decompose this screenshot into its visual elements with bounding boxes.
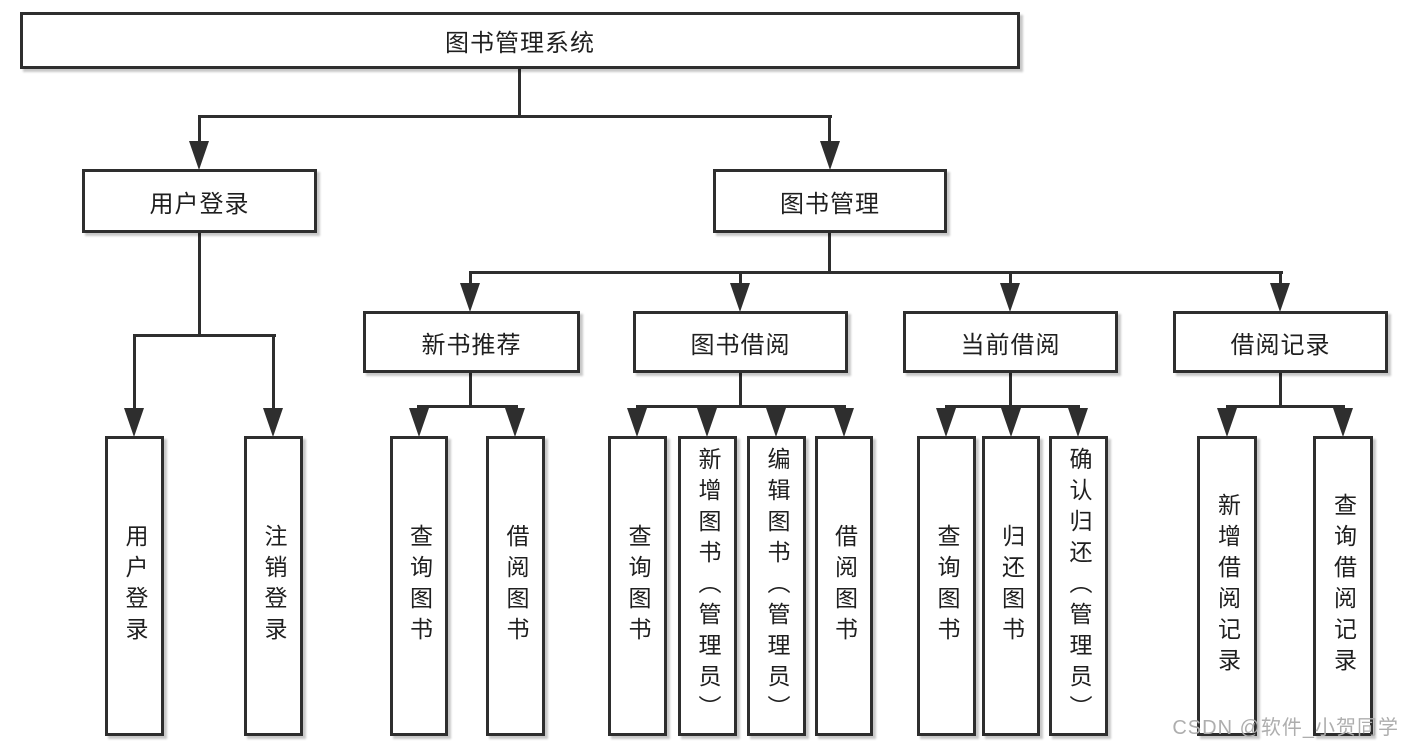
leaf-recommend-query-books: 查询图书 [390,436,448,736]
leaf-borrow-books: 借阅图书 [815,436,873,736]
connector-level2-split [198,115,832,118]
leaf-label: 借阅图书 [503,524,529,648]
connector-login-stem [198,233,201,337]
arrow-down-icon [409,408,429,437]
connector-to-records [1279,271,1282,287]
leaf-label: 注销登录 [261,524,287,648]
leaf-label: 查询图书 [406,524,433,648]
leaf-query-borrow-record: 查询借阅记录 [1313,436,1373,736]
arrow-down-icon [820,141,840,170]
arrow-down-icon [697,408,717,437]
connector-book-mgmt-stem [828,233,831,274]
arrow-down-icon [1333,408,1353,437]
leaf-label: 编辑图书（管理员） [764,446,790,726]
leaf-user-login: 用户登录 [105,436,164,736]
connector-to-book-mgmt [828,115,831,145]
arrow-down-icon [189,141,209,170]
arrow-down-icon [263,408,283,437]
arrow-down-icon [124,408,144,437]
arrow-down-icon [730,283,750,312]
leaf-label: 用户登录 [122,524,148,648]
leaf-confirm-return-admin: 确认归还（管理员） [1049,436,1108,736]
node-user-login: 用户登录 [82,169,317,233]
connector-to-current [1009,271,1012,287]
leaf-borrow-query-books: 查询图书 [608,436,667,736]
connector-records-split [1226,405,1345,408]
node-current-borrow: 当前借阅 [903,311,1118,373]
connector-current-stem [1009,372,1012,408]
connector-recommend-stem [469,372,472,408]
connector-to-login [198,115,201,145]
connector-root-stem [518,68,521,118]
arrow-down-icon [460,283,480,312]
leaf-edit-books-admin: 编辑图书（管理员） [747,436,806,736]
arrow-down-icon [1217,408,1237,437]
leaf-add-borrow-record: 新增借阅记录 [1197,436,1257,736]
node-root: 图书管理系统 [20,12,1020,69]
leaf-label: 查询图书 [625,524,651,648]
leaf-recommend-borrow-books: 借阅图书 [486,436,545,736]
watermark: CSDN @软件_小贺同学 [1172,717,1399,739]
leaf-label: 查询借阅记录 [1330,493,1357,679]
arrow-down-icon [1270,283,1290,312]
connector-level3-split [469,271,1283,274]
node-borrow-records: 借阅记录 [1173,311,1388,373]
node-new-book-recommend: 新书推荐 [363,311,580,373]
connector-records-stem [1279,372,1282,408]
connector-current-split [945,405,1080,408]
leaf-label: 归还图书 [998,524,1025,648]
connector-to-borrow [739,271,742,287]
arrow-down-icon [1001,408,1021,437]
arrow-down-icon [505,408,525,437]
connector-to-logout [272,334,275,414]
leaf-label: 借阅图书 [831,524,858,648]
arrow-down-icon [936,408,956,437]
node-book-management: 图书管理 [713,169,947,233]
connector-to-recommend [469,271,472,287]
connector-login-split [133,334,276,337]
leaf-return-books: 归还图书 [982,436,1040,736]
arrow-down-icon [627,408,647,437]
arrow-down-icon [1000,283,1020,312]
connector-recommend-split [417,405,518,408]
leaf-logout-login: 注销登录 [244,436,303,736]
arrow-down-icon [1068,408,1088,437]
leaf-label: 确认归还（管理员） [1066,446,1092,726]
leaf-add-books-admin: 新增图书（管理员） [678,436,737,736]
leaf-label: 新增图书（管理员） [695,446,721,726]
leaf-label: 新增借阅记录 [1214,493,1241,679]
node-book-borrow: 图书借阅 [633,311,848,373]
connector-borrow-stem [739,372,742,408]
arrow-down-icon [834,408,854,437]
leaf-current-query-books: 查询图书 [917,436,976,736]
arrow-down-icon [766,408,786,437]
leaf-label: 查询图书 [934,524,960,648]
connector-to-user-login [133,334,136,414]
connector-borrow-split [636,405,846,408]
